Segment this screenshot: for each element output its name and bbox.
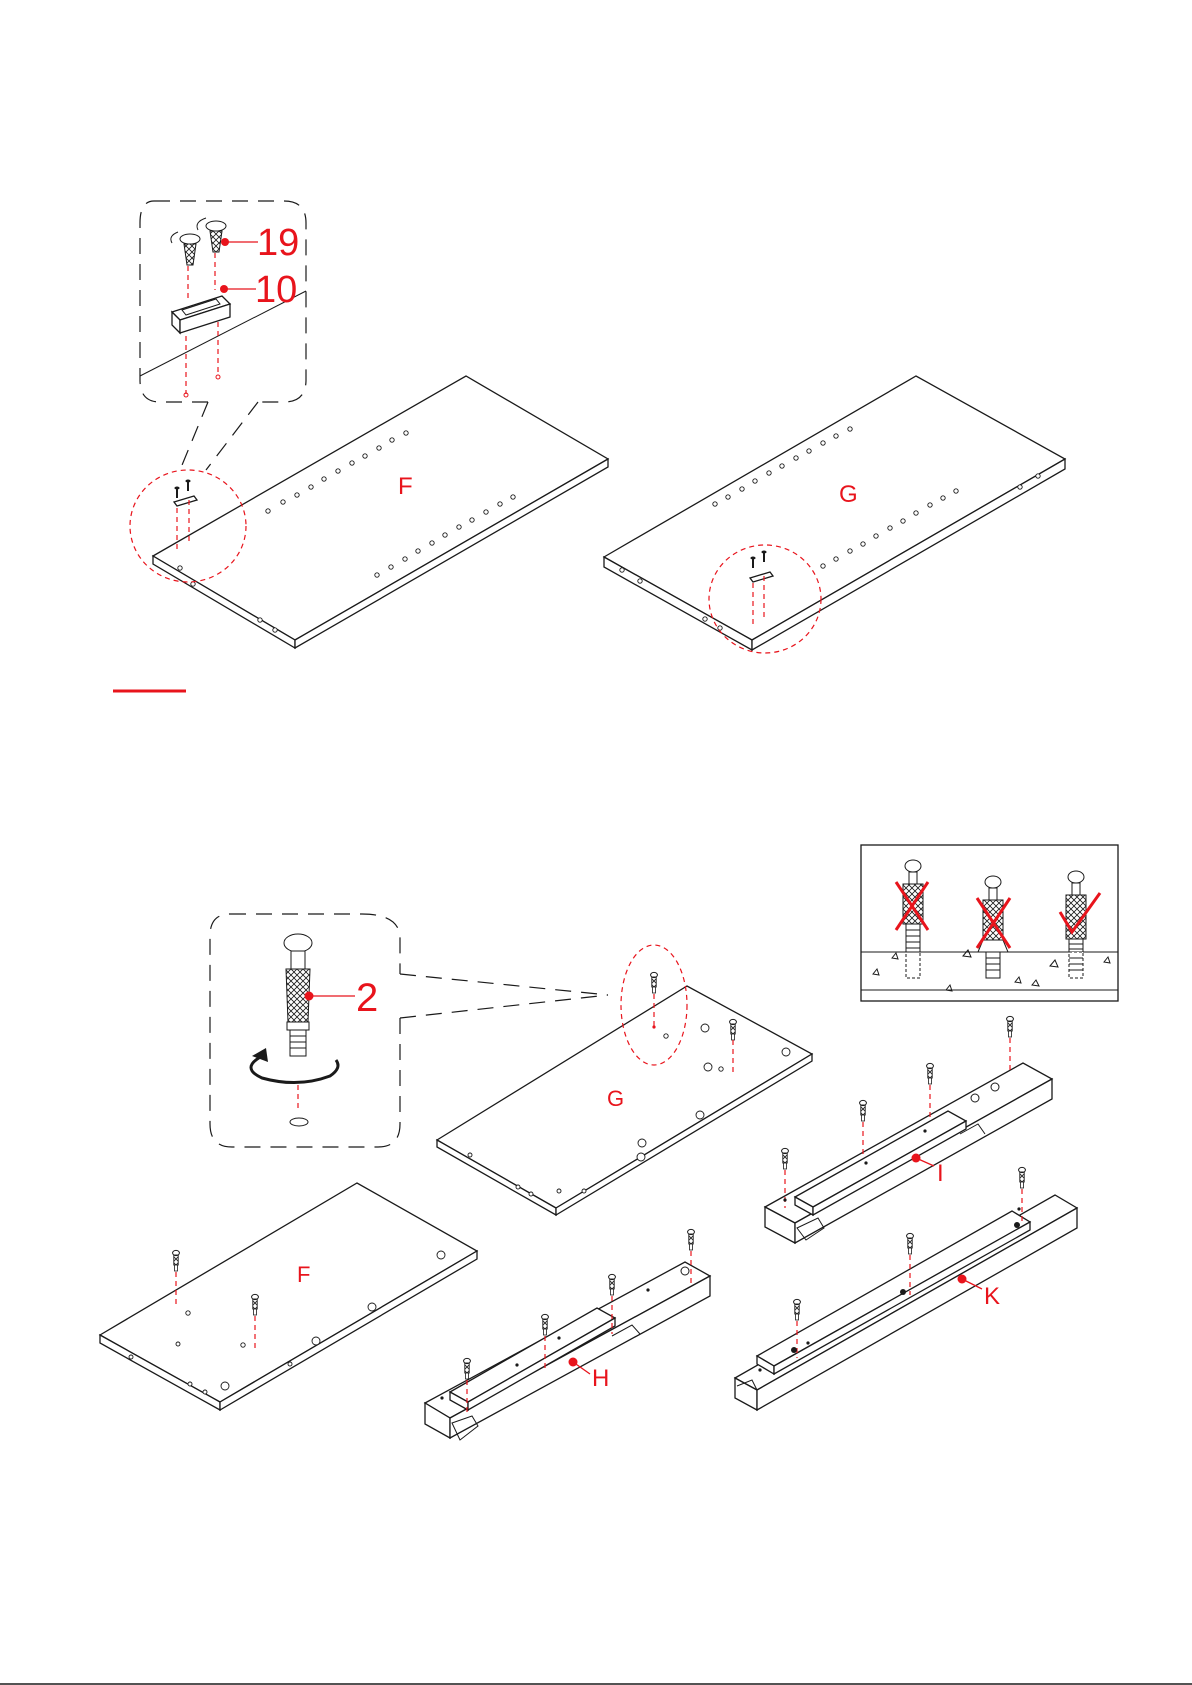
panel-f-top: F [153, 376, 608, 648]
part-10-label: 10 [255, 269, 297, 311]
pin-depth-guide [861, 845, 1118, 1001]
panel-f-top-label: F [398, 473, 413, 500]
panel-g-top-label: G [839, 481, 858, 508]
panel-g-bottom-label: G [607, 1086, 624, 1111]
rail-h-label: H [592, 1365, 609, 1392]
panel-f-bottom: F [100, 1183, 477, 1410]
part-19-label: 19 [257, 222, 299, 264]
plastic-bracket-icon [172, 296, 230, 333]
rail-i: I [765, 1016, 1052, 1243]
detail-callout-19-10: 19 10 [140, 201, 306, 470]
panel-g-bottom: G [437, 945, 812, 1215]
part-2-label: 2 [356, 976, 378, 1020]
panel-g-top: G [604, 376, 1065, 650]
rail-k-label: K [984, 1283, 1000, 1310]
rail-i-label: I [937, 1160, 944, 1187]
wood-screw-icon [171, 218, 226, 265]
panel-f-bottom-label: F [297, 1262, 310, 1287]
